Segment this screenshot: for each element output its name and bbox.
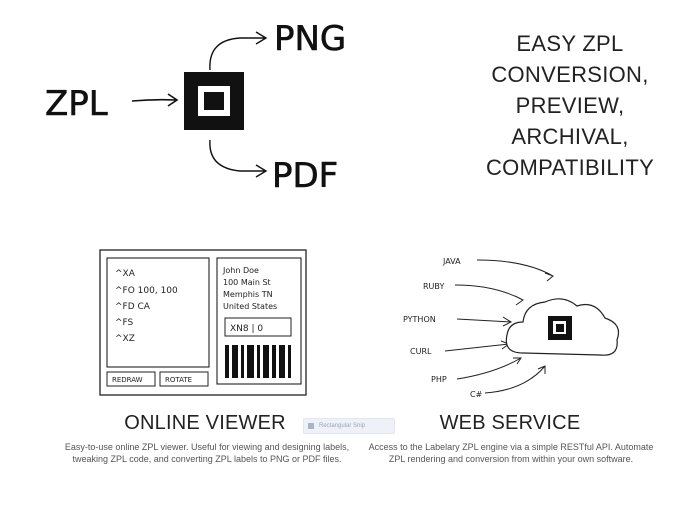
tagline: EASY ZPL CONVERSION, PREVIEW, ARCHIVAL, … (470, 28, 670, 183)
language-python: PYTHON (403, 315, 436, 324)
hero-diagram: ZPL PNG PDF (45, 19, 347, 197)
tagline-line: ARCHIVAL, (511, 124, 629, 149)
arrow-to-pdf (209, 139, 268, 178)
redraw-button-label: REDRAW (112, 376, 143, 384)
arrow-to-png (209, 31, 268, 71)
snip-icon (308, 423, 314, 429)
zpl-source-label: ZPL (45, 84, 108, 124)
language-curl: CURL (410, 347, 432, 356)
tagline-line: COMPATIBILITY (485, 155, 655, 180)
label-preview (216, 257, 302, 385)
snip-label: Rectangular Snip (319, 423, 366, 429)
language-csharp: C# (470, 390, 483, 399)
web-service-illustration[interactable]: JAVA RUBY PYTHON CURL PHP C# (395, 240, 625, 405)
label-line: 100 Main St (223, 278, 271, 287)
tagline-line: CONVERSION, (491, 62, 649, 87)
barcode-icon (225, 345, 291, 378)
online-viewer-illustration[interactable]: ^XA ^FO 100, 100 ^FD CA ^FS ^XZ John Doe… (98, 248, 310, 398)
language-php: PHP (431, 375, 447, 384)
code-editor (106, 257, 210, 368)
online-viewer-description: Easy-to-use online ZPL viewer. Useful fo… (64, 442, 350, 464)
online-viewer-title[interactable]: ONLINE VIEWER (124, 412, 286, 434)
language-ruby: RUBY (423, 282, 444, 291)
png-output-label: PNG (274, 19, 346, 59)
arrow-to-logo (131, 93, 179, 107)
pdf-output-label: PDF (272, 156, 338, 196)
redraw-button[interactable] (106, 371, 156, 387)
web-service-title[interactable]: WEB SERVICE (439, 412, 581, 434)
code-line: ^XA (115, 269, 136, 279)
label-line: John Doe (222, 266, 259, 275)
tagline-line: PREVIEW, (515, 93, 625, 118)
code-line: ^FD CA (115, 302, 151, 312)
language-java: JAVA (442, 257, 461, 266)
labelary-logo (548, 316, 572, 340)
rectangular-snip-badge: Rectangular Snip (303, 418, 395, 434)
tagline-line: EASY ZPL (516, 31, 624, 56)
label-code: XN8 | 0 (230, 324, 263, 334)
web-service-description: Access to the Labelary ZPL engine via a … (368, 442, 654, 464)
rotate-button[interactable] (159, 371, 209, 387)
label-line: Memphis TN (223, 290, 273, 299)
rotate-button-label: ROTATE (165, 376, 192, 384)
code-line: ^XZ (115, 334, 135, 344)
labelary-logo (184, 72, 244, 130)
label-code-box (224, 317, 292, 337)
code-line: ^FS (115, 318, 134, 328)
label-line: United States (223, 302, 277, 311)
code-line: ^FO 100, 100 (115, 286, 178, 296)
